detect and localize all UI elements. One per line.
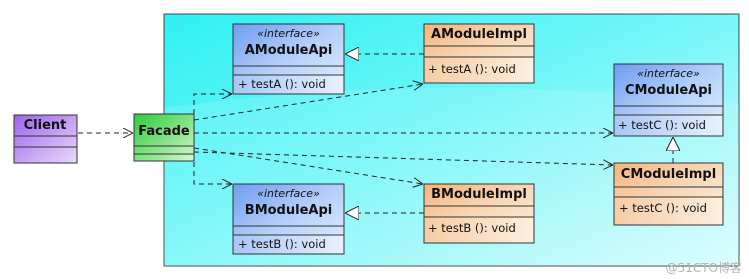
- bmoduleapi-method: + testB (): void: [238, 237, 326, 251]
- amoduleapi-method: + testA (): void: [238, 77, 326, 91]
- class-amoduleimpl[interactable]: AModuleImpl + testA (): void: [423, 23, 535, 84]
- dependency-facade-amoduleimpl: [193, 84, 423, 121]
- facade-name: Facade: [138, 124, 190, 139]
- cmoduleapi-stereotype: «interface»: [637, 67, 700, 80]
- dependency-facade-cmoduleimpl: [193, 151, 613, 165]
- amoduleapi-stereotype: «interface»: [257, 27, 320, 40]
- dependency-facade-bmoduleimpl: [193, 147, 423, 184]
- amoduleimpl-name: AModuleImpl: [431, 27, 527, 42]
- amoduleimpl-method: + testA (): void: [428, 62, 516, 76]
- dependency-facade-amoduleapi: [193, 94, 232, 114]
- watermark-text: @51CTO博客: [666, 260, 742, 275]
- dependency-facade-bmoduleapi: [193, 162, 232, 184]
- cmoduleapi-method: + testC (): void: [618, 118, 706, 132]
- relationships: [78, 54, 673, 213]
- bmoduleimpl-method: + testB (): void: [428, 221, 516, 235]
- bmoduleapi-name: BModuleApi: [245, 203, 332, 218]
- bmoduleimpl-name: BModuleImpl: [431, 187, 527, 202]
- class-bmoduleapi[interactable]: «interface» BModuleApi + testB (): void: [232, 183, 345, 255]
- cmoduleimpl-method: + testC (): void: [619, 201, 707, 215]
- class-amoduleapi[interactable]: «interface» AModuleApi + testA (): void: [232, 23, 345, 95]
- bmoduleapi-stereotype: «interface»: [257, 187, 320, 200]
- class-cmoduleapi[interactable]: «interface» CModuleApi + testC (): void: [613, 63, 724, 137]
- cmoduleapi-name: CModuleApi: [625, 83, 712, 98]
- class-cmoduleimpl[interactable]: CModuleImpl + testC (): void: [613, 162, 724, 226]
- class-facade[interactable]: Facade: [133, 113, 195, 162]
- class-bmoduleimpl[interactable]: BModuleImpl + testB (): void: [423, 183, 535, 244]
- cmoduleimpl-name: CModuleImpl: [621, 167, 716, 182]
- amoduleapi-name: AModuleApi: [245, 43, 333, 58]
- client-name: Client: [24, 118, 67, 133]
- class-client[interactable]: Client: [13, 114, 78, 164]
